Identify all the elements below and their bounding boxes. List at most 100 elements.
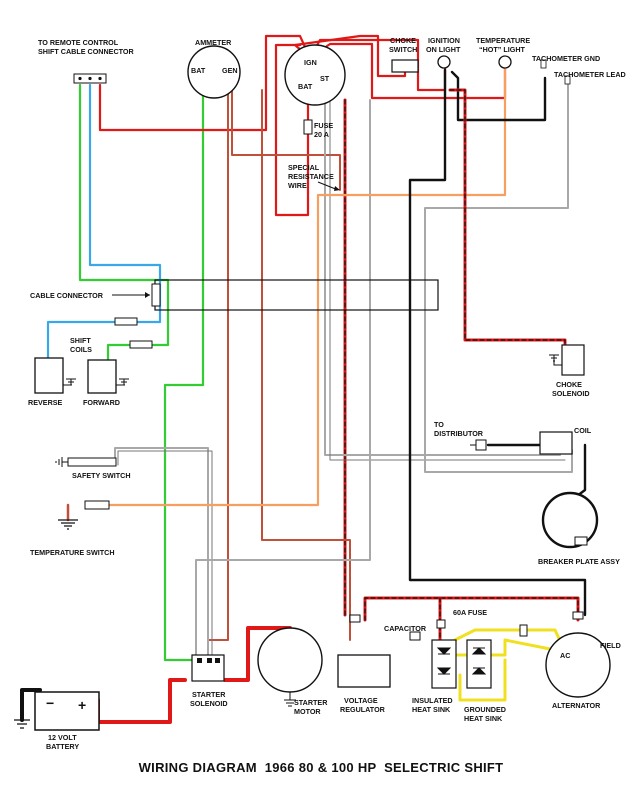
hot-light-icon <box>498 55 512 69</box>
gray-wire-tempsw <box>195 99 371 661</box>
alternator-ac-plug <box>519 624 528 637</box>
diode-icon <box>436 667 452 675</box>
forward-label: FORWARD <box>83 398 120 407</box>
starter-motor <box>257 627 323 693</box>
solenoid-terminal <box>197 658 202 663</box>
battery-label-1: 12 VOLT <box>48 733 77 742</box>
fuse-label-1: FUSE <box>314 121 333 130</box>
safety-switch-label: SAFETY SWITCH <box>72 471 131 480</box>
insulated-sink-label-1: INSULATED <box>412 696 453 705</box>
green-wire-ammeter <box>163 73 205 662</box>
fuse60-label: 60A FUSE <box>453 608 487 617</box>
solenoid-terminal <box>207 658 212 663</box>
ground-icon <box>63 378 76 386</box>
ignition-light-icon <box>437 55 451 69</box>
temperature-switch-label: TEMPERATURE SWITCH <box>30 548 115 557</box>
diagram-title: WIRING DIAGRAM 1966 80 & 100 HP SELECTRI… <box>139 760 504 775</box>
green-wire-remote <box>78 83 170 367</box>
temp-label-2: “HOT” LIGHT <box>479 45 526 54</box>
temp-label-1: TEMPERATURE <box>476 36 530 45</box>
starter-motor-label-2: MOTOR <box>294 707 321 716</box>
redblack-wire-60a-dash <box>364 597 579 621</box>
tach-lead-label: TACHOMETER LEAD <box>554 70 626 79</box>
ground-icon <box>55 457 68 467</box>
grounded-sink-label-1: GROUNDED <box>464 705 506 714</box>
starter-motor-label-1: STARTER <box>294 698 328 707</box>
battery-minus-icon: − <box>46 695 54 711</box>
cable-connector-band <box>154 279 439 311</box>
choke-label-1: CHOKE <box>390 36 416 45</box>
ign-label: IGN <box>304 58 317 67</box>
brown-wire-regulator <box>261 89 351 641</box>
starter-cable <box>223 626 292 682</box>
black-wire-ign <box>408 68 587 617</box>
arrow-head-icon <box>334 186 340 191</box>
distributor-plug-icon <box>470 439 487 451</box>
tach-gnd-terminal <box>540 59 547 69</box>
temperature-switch-resistor <box>84 500 110 510</box>
yellow-wire-sinks-bot <box>458 658 507 702</box>
choke-switch <box>391 59 419 73</box>
fuse-label-2: 20 A <box>314 130 329 139</box>
battery-label-2: BATTERY <box>46 742 79 751</box>
diode-icon <box>471 667 487 675</box>
diode-icon <box>436 647 452 655</box>
gray-wire-tach <box>424 79 573 473</box>
capacitor <box>409 631 421 641</box>
choke-solenoid-label-1: CHOKE <box>556 380 582 389</box>
choke-solenoid-label-2: SOLENOID <box>552 389 590 398</box>
ignition-coil <box>539 431 573 455</box>
special-label-3: WIRE <box>288 181 307 190</box>
ignlight-label-1: IGNITION <box>428 36 460 45</box>
regulator-connector <box>349 614 361 623</box>
alternator-connector <box>572 611 584 620</box>
yellow-wire-sinks-top <box>453 628 564 647</box>
switch-bat-label: BAT <box>298 82 313 91</box>
ammeter-bat-label: BAT <box>191 66 206 75</box>
remote-label-1: TO REMOTE CONTROL <box>38 38 119 47</box>
insulated-heat-sink <box>431 639 457 689</box>
breaker-plate <box>541 491 599 549</box>
ground-icon <box>284 692 296 707</box>
special-label-2: RESISTANCE <box>288 172 334 181</box>
gray-wire-st-2 <box>329 89 566 461</box>
ammeter-label: AMMETER <box>195 38 232 47</box>
forward-coil-resistor <box>129 340 153 349</box>
alternator-label: ALTERNATOR <box>552 701 601 710</box>
diode-icon <box>471 647 487 655</box>
red-wire-remote-to-ammeter <box>98 34 312 132</box>
battery-plus-icon: + <box>78 697 86 713</box>
reverse-coil <box>34 357 64 394</box>
st-label: ST <box>320 74 330 83</box>
alternator <box>545 632 611 698</box>
redblack-wire-choke <box>448 88 567 347</box>
forward-coil <box>87 359 117 394</box>
orange-wire-temp <box>98 66 507 507</box>
black-wire-ign-light <box>450 70 547 122</box>
choke-solenoid <box>561 344 585 376</box>
battery <box>34 691 100 731</box>
starter-solenoid-label-2: SOLENOID <box>190 699 228 708</box>
to-distributor-label-2: DISTRIBUTOR <box>434 429 484 438</box>
safety-switch <box>67 457 117 467</box>
coil-label: COIL <box>574 426 592 435</box>
reverse-coil-resistor <box>114 317 138 326</box>
gray-wire-st <box>324 89 561 456</box>
gray-wire-safety <box>114 447 209 661</box>
choke-label-2: SWITCH <box>389 45 417 54</box>
voltage-regulator <box>337 654 391 688</box>
gray-wire-safety-2 <box>117 450 213 661</box>
special-label-1: SPECIAL <box>288 163 320 172</box>
tach-gnd-label: TACHOMETER GND <box>532 54 600 63</box>
brown-wire-gen-starter <box>207 84 229 661</box>
labels: TO REMOTE CONTROL SHIFT CABLE CONNECTOR … <box>28 36 626 751</box>
remote-pin <box>98 76 102 81</box>
starter-solenoid-label-1: STARTER <box>192 690 226 699</box>
ground-icon <box>58 519 78 530</box>
ground-icon <box>549 354 562 366</box>
field-label: FIELD <box>600 641 621 650</box>
fuse-20a <box>303 119 313 135</box>
battery-negative-cable <box>20 688 42 722</box>
insulated-sink-label-2: HEAT SINK <box>412 705 451 714</box>
